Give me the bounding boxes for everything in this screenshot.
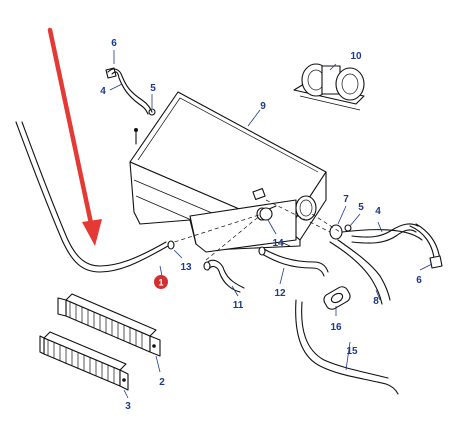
callout-4-right[interactable]: 4 xyxy=(375,206,381,217)
hose-part-8 xyxy=(329,229,423,305)
radiator-3-fins xyxy=(47,340,115,384)
callout-14[interactable]: 14 xyxy=(272,238,284,249)
callout-7[interactable]: 7 xyxy=(343,194,349,205)
callout-15[interactable]: 15 xyxy=(346,346,358,357)
clamp-part-5-right xyxy=(344,224,352,232)
radiator-part-2 xyxy=(57,293,161,357)
callout-13[interactable]: 13 xyxy=(180,262,192,273)
callout-16[interactable]: 16 xyxy=(330,322,342,333)
elbow-part-6-right xyxy=(429,255,443,269)
hose-part-4-left xyxy=(105,67,156,116)
hose-part-4-right xyxy=(351,223,441,261)
callout-2[interactable]: 2 xyxy=(159,377,165,388)
callout-12[interactable]: 12 xyxy=(274,288,286,299)
blower-motor-part-10 xyxy=(293,63,365,111)
callout-1[interactable]: 1 xyxy=(158,278,163,288)
callout-4-left[interactable]: 4 xyxy=(100,86,106,97)
radiator-2-fins xyxy=(69,302,143,349)
grommet-part-16 xyxy=(323,286,351,310)
highlight-badge xyxy=(154,275,168,289)
heater-box-part-9 xyxy=(129,91,341,261)
clamp-part-13 xyxy=(167,240,175,250)
fitting-part-14 xyxy=(259,207,273,221)
callout-labels: 1 2 3 4 4 5 5 6 6 7 8 9 10 11 12 13 14 1… xyxy=(100,38,422,412)
callout-6-left[interactable]: 6 xyxy=(111,38,117,49)
callout-11[interactable]: 11 xyxy=(233,300,244,311)
callout-8[interactable]: 8 xyxy=(373,296,379,307)
callout-3[interactable]: 3 xyxy=(125,401,131,412)
callout-5-left[interactable]: 5 xyxy=(150,83,156,94)
callout-10[interactable]: 10 xyxy=(350,51,362,62)
hose-part-12 xyxy=(258,246,329,277)
hose-part-11 xyxy=(203,259,245,293)
callout-9[interactable]: 9 xyxy=(260,101,266,112)
callout-6-right[interactable]: 6 xyxy=(416,275,422,286)
callout-5-right[interactable]: 5 xyxy=(358,202,364,213)
pointer-arrow xyxy=(47,27,102,246)
hose-part-1 xyxy=(15,121,169,273)
clamp-part-7 xyxy=(329,224,343,240)
drain-hose-part-15 xyxy=(295,299,399,395)
bolt xyxy=(134,128,138,145)
radiator-part-3 xyxy=(39,331,129,391)
leader-lines xyxy=(109,50,433,399)
